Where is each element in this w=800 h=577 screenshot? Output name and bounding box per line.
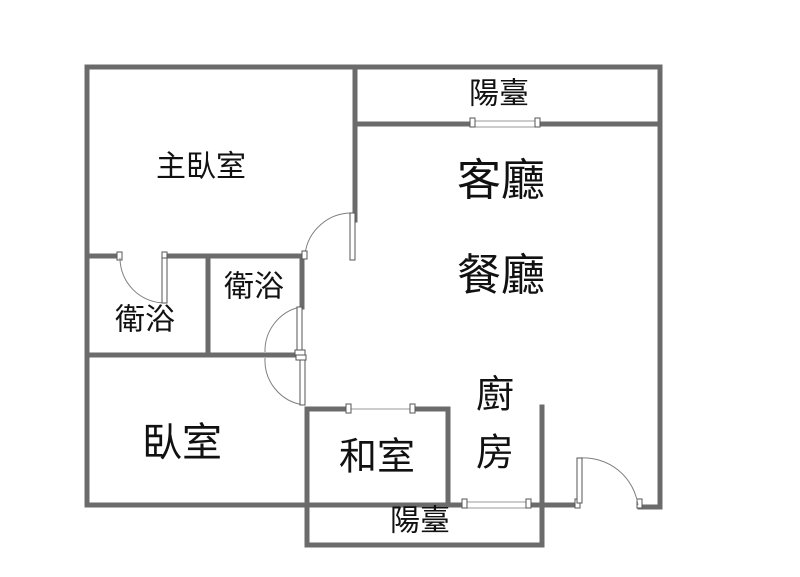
label-bedroom: 臥室 bbox=[142, 420, 222, 466]
label-kitchen-line2: 房 bbox=[476, 431, 514, 475]
door-entrance bbox=[576, 457, 639, 506]
doors bbox=[119, 212, 639, 506]
door-master-bedroom bbox=[301, 212, 356, 261]
label-balcony-bottom: 陽臺 bbox=[390, 504, 450, 539]
label-bathroom-left: 衛浴 bbox=[115, 303, 175, 338]
label-balcony-top: 陽臺 bbox=[469, 77, 529, 112]
jamb bbox=[409, 403, 416, 414]
jamb bbox=[636, 498, 643, 509]
windows bbox=[351, 120, 536, 509]
jamb bbox=[461, 498, 468, 509]
label-tatami-room: 和室 bbox=[339, 435, 415, 479]
jamb bbox=[345, 403, 352, 414]
label-living-room: 客廳 bbox=[457, 155, 545, 206]
jamb bbox=[469, 117, 476, 128]
walls bbox=[84, 64, 663, 548]
jamb bbox=[534, 117, 541, 128]
label-master-bedroom: 主臥室 bbox=[156, 150, 246, 185]
door-bathroom-left bbox=[119, 257, 168, 304]
jamb bbox=[525, 498, 532, 509]
door-bedroom bbox=[264, 354, 307, 406]
label-dining-room: 餐廳 bbox=[457, 250, 545, 301]
label-kitchen-line1: 廚 bbox=[476, 373, 514, 417]
door-bathroom-center bbox=[264, 306, 306, 356]
room-labels: 陽臺 主臥室 客廳 餐廳 衛浴 衛浴 廚 房 臥室 和室 陽臺 bbox=[115, 77, 545, 539]
jamb bbox=[116, 251, 123, 261]
label-bathroom-center: 衛浴 bbox=[224, 270, 284, 305]
